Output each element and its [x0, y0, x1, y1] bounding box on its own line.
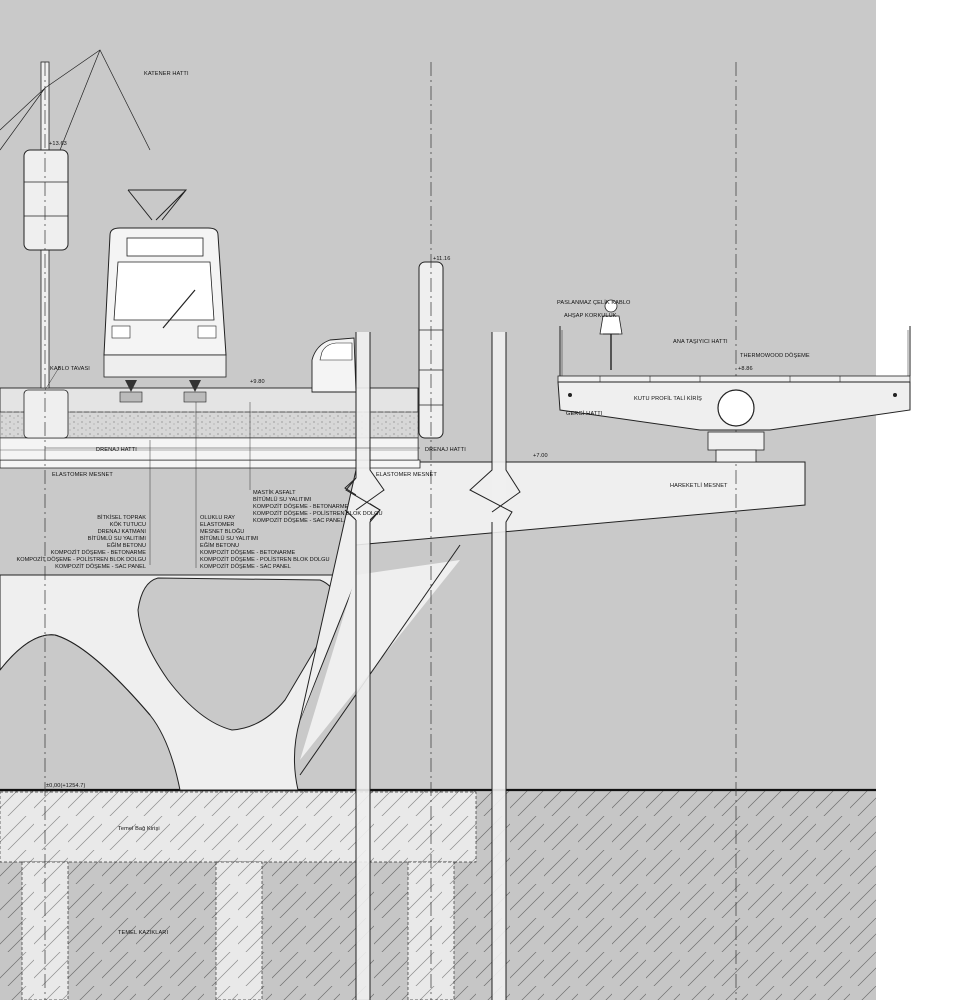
cantilever-strut: [299, 544, 461, 776]
label-drenaj-right: DRENAJ HATTI: [425, 447, 466, 453]
page-margin: [876, 0, 978, 1000]
axis-lines: [44, 62, 737, 1000]
label-elev-700: +7.00: [533, 453, 548, 459]
layer-item: MESNET BLOĞU: [200, 528, 244, 535]
label-elastomer-right: ELASTOMER MESNET: [376, 472, 437, 478]
label-gergi: GERGİ HATTI: [566, 410, 603, 417]
layer-item: BİTÜMLÜ SU YALITIMI: [88, 535, 147, 542]
label-ana-tasiyici: ANA TAŞIYICI HATTI: [673, 339, 728, 345]
pole-base: [23, 389, 69, 439]
tram-illustration: [103, 189, 227, 403]
label-temel-bag: Temel Bağ Kirişi: [118, 826, 160, 832]
layer-item: KOMPOZİT DÖŞEME - BETONARME: [253, 503, 348, 510]
layer-item: EĞİM BETONU: [107, 542, 146, 549]
label-katener: KATENER HATTI: [144, 71, 189, 77]
layers-left-list: BİTKİSEL TOPRAK KÖK TUTUCU DRENAJ KATMAN…: [16, 514, 146, 570]
layer-item: KOMPOZİT DÖŞEME - SAC PANEL: [253, 517, 344, 524]
layers-middle-list: OLUKLU RAY ELASTOMER MESNET BLOĞU BİTÜML…: [200, 515, 330, 570]
vertical-columns: [344, 332, 521, 1001]
layer-item: KOMPOZİT DÖŞEME - SAC PANEL: [200, 563, 291, 570]
signal-post: [23, 149, 69, 251]
label-elastomer-left: ELASTOMER MESNET: [52, 472, 113, 478]
layers-right-list: MASTİK ASFALT BİTÜMLÜ SU YALITIMI KOMPOZ…: [253, 489, 383, 524]
label-kutu-profil: KUTU PROFİL TALİ KİRİŞ: [634, 395, 702, 402]
label-elev-886: +8.86: [738, 366, 753, 372]
foundation-tie-beam: [0, 791, 477, 863]
catenary-wires: [0, 49, 151, 151]
layer-item: KOMPOZİT DÖŞEME - POLİSTREN BLOK DOLGU: [253, 510, 383, 517]
label-elev-1363: +13.63: [49, 141, 67, 147]
layer-item: BİTKİSEL TOPRAK: [97, 514, 146, 521]
label-paslanmaz: PASLANMAZ ÇELİK KABLO: [557, 299, 631, 306]
layer-item: KOMPOZİT DÖŞEME - POLİSTREN BLOK DOLGU: [16, 556, 146, 563]
pedestrian-bridge: [557, 299, 911, 463]
pier-arch: [0, 634, 151, 716]
label-thermowood: THERMOWOOD DÖŞEME: [740, 352, 810, 359]
layer-item: KOMPOZİT DÖŞEME - BETONARME: [200, 549, 295, 556]
label-elev-980: +9.80: [250, 379, 265, 385]
layer-item: OLUKLU RAY: [200, 515, 235, 521]
deck-fill: [0, 411, 419, 439]
layer-item: KOMPOZİT DÖŞEME - SAC PANEL: [55, 563, 146, 570]
layer-item: ELASTOMER: [200, 522, 234, 528]
layer-item: MASTİK ASFALT: [253, 489, 296, 496]
layer-item: BİTÜMLÜ SU YALITIMI: [200, 535, 259, 542]
layer-item: KÖK TUTUCU: [110, 521, 146, 528]
layer-item: DRENAJ KATMANI: [98, 529, 147, 535]
label-temel-kazik: TEMEL KAZIKLARI: [118, 930, 168, 936]
label-drenaj-left: DRENAJ HATTI: [96, 447, 137, 453]
label-elev-ground: ±0,00(+1254.7): [46, 783, 85, 789]
layer-item: KOMPOZİT DÖŞEME - POLİSTREN BLOK DOLGU: [200, 556, 330, 563]
label-kablo: KABLO TAVASI: [50, 366, 90, 372]
layer-item: BİTÜMLÜ SU YALITIMI: [253, 496, 312, 503]
layer-item: EĞİM BETONU: [200, 542, 239, 549]
layer-item: KOMPOZİT DÖŞEME - BETONARME: [51, 549, 146, 556]
label-hareketli: HAREKETLİ MESNET: [670, 482, 728, 489]
leader-lines: [44, 365, 420, 568]
label-elev-1116: +11.16: [433, 256, 450, 262]
label-ahsap: AHŞAP KORKULUK: [564, 313, 617, 319]
